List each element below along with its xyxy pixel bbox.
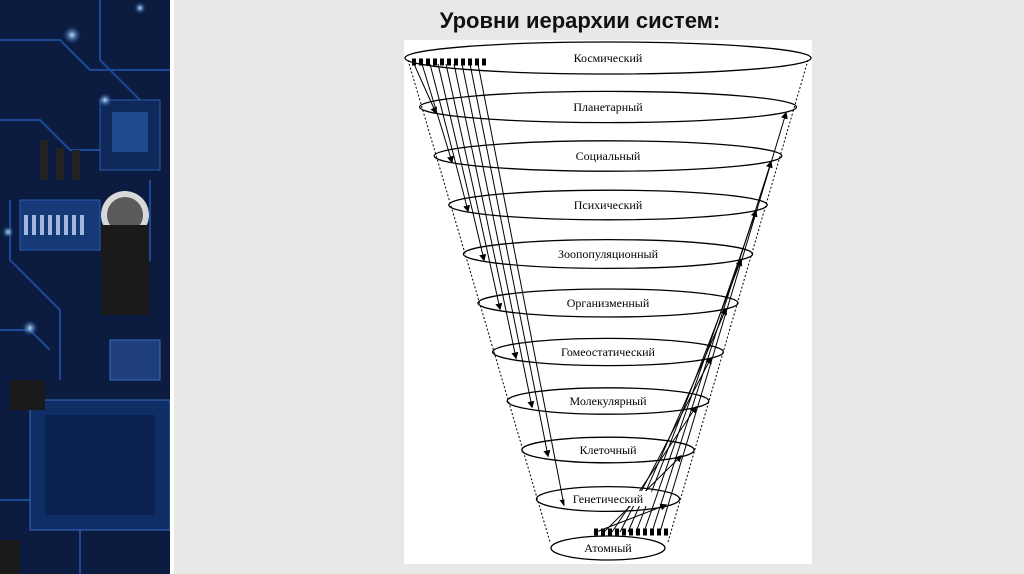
level-label-9: Клеточный: [579, 443, 637, 457]
level-label-6: Организменный: [567, 296, 650, 310]
ascending-arrow-8: [651, 160, 773, 533]
ascending-arrow-9: [659, 111, 788, 533]
level-label-bg-5: [551, 246, 665, 261]
level-label-bg-3: [571, 148, 645, 163]
level-label-bg-11: [580, 540, 636, 555]
level-label-bg-1: [567, 50, 649, 65]
level-ring-4: [448, 189, 768, 221]
ascending-arrow-1: [595, 503, 668, 533]
level-label-4: Психический: [574, 198, 643, 212]
level-label-1: Космический: [574, 51, 643, 65]
cone-right-edge: [667, 59, 809, 543]
level-ring-11: [550, 535, 666, 561]
descending-arrow-4: [437, 63, 487, 262]
level-label-bg-4: [567, 197, 649, 212]
level-ring-10: [535, 485, 681, 513]
level-label-bg-10: [564, 491, 652, 506]
level-label-11: Атомный: [584, 541, 632, 555]
cone-diagram: КосмическийПланетарныйСоциальныйПсихичес…: [404, 41, 812, 561]
level-label-10: Генетический: [573, 492, 644, 506]
level-label-7: Гомеостатический: [561, 345, 656, 359]
descending-arrows: [412, 58, 567, 507]
level-label-bg-7: [551, 344, 665, 359]
descending-arrow-2: [421, 63, 454, 164]
descending-arrow-7: [461, 63, 535, 409]
level-ring-8: [506, 387, 710, 415]
descending-arrow-9: [477, 63, 567, 507]
circuit-board-graphic: [0, 0, 170, 574]
level-ring-5: [462, 238, 754, 270]
level-ring-3: [433, 140, 783, 172]
circuit-board-image: [0, 0, 170, 574]
level-label-bg-6: [561, 295, 655, 310]
ascending-arrow-3: [611, 405, 697, 533]
descending-arrow-1: [413, 63, 437, 115]
descending-arrow-3: [429, 63, 470, 213]
descending-arrow-8: [469, 63, 551, 458]
slide-title: Уровни иерархии систем:: [439, 8, 721, 33]
panel-divider: [170, 0, 174, 574]
hierarchy-levels: КосмическийПланетарныйСоциальныйПсихичес…: [404, 41, 812, 561]
level-label-bg-9: [574, 442, 642, 457]
level-label-3: Социальный: [576, 149, 641, 163]
level-ring-2: [418, 90, 798, 124]
level-label-bg-2: [567, 99, 649, 114]
level-label-2: Планетарный: [573, 100, 643, 114]
descending-arrow-6: [453, 63, 519, 360]
level-label-bg-8: [564, 393, 652, 408]
ascending-arrows: [594, 111, 788, 536]
level-ring-6: [477, 288, 739, 318]
ascending-arrow-7: [643, 209, 758, 533]
level-ring-9: [521, 436, 695, 464]
level-label-5: Зоопопуляционный: [558, 247, 659, 261]
level-ring-1: [404, 41, 812, 75]
descending-arrow-5: [445, 63, 503, 311]
level-label-8: Молекулярный: [569, 394, 647, 408]
